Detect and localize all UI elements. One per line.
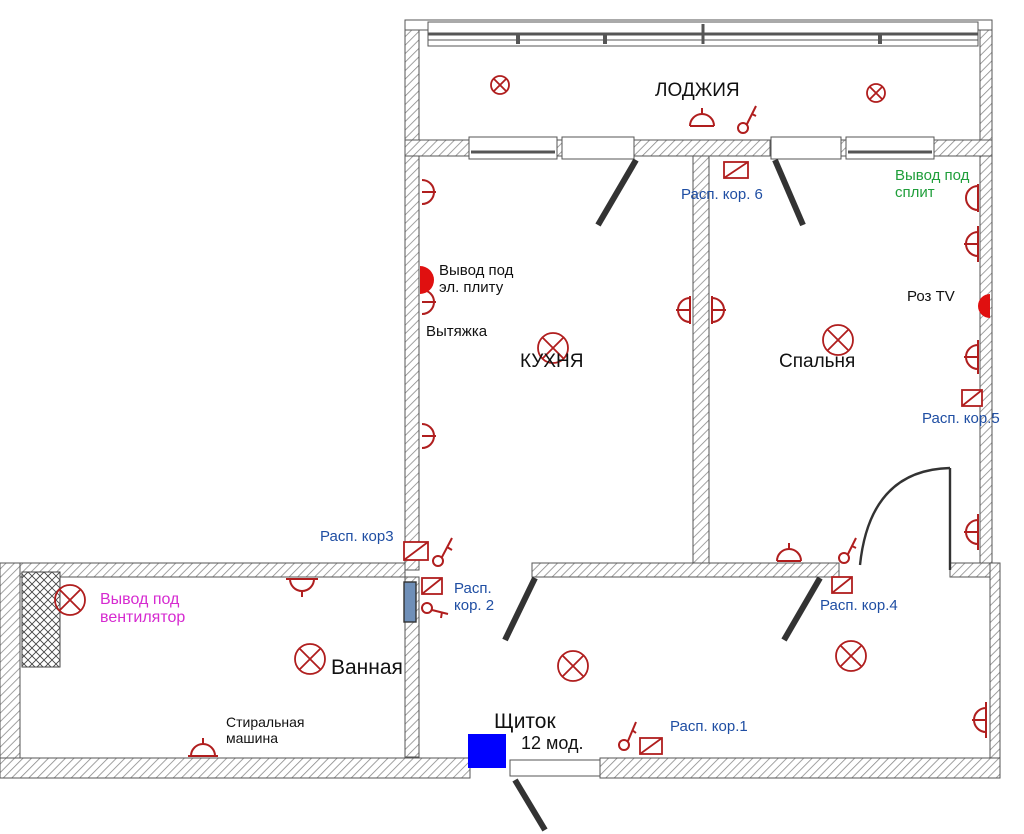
switch-icon [432, 537, 453, 567]
socket-icon [676, 296, 691, 324]
junction-box-icon [421, 577, 443, 595]
socket-icon [286, 578, 318, 597]
switch-icon [618, 721, 637, 751]
junction-box-label-4: Расп. кор.4 [820, 597, 898, 614]
socket-icon [188, 738, 218, 757]
junction-box-icon [723, 161, 749, 179]
socket-icon [964, 226, 979, 262]
ventilation-shaft [21, 571, 61, 668]
switch-icon [838, 537, 857, 564]
walls [0, 19, 1001, 779]
light-icon [294, 643, 326, 675]
washing-machine-label: Стиральная машина [226, 714, 305, 747]
light-icon [822, 324, 854, 356]
socket-icon [964, 514, 979, 550]
split-outlet-label: Вывод под сплит [895, 167, 970, 202]
fan-outlet-label: Вывод под вентилятор [100, 591, 186, 627]
hood-label: Вытяжка [426, 323, 488, 340]
light-icon [54, 584, 86, 616]
room-label-bathroom: Ванная [331, 656, 403, 679]
junction-box-icon [639, 737, 663, 755]
junction-box-label-5: Расп. кор.5 [922, 410, 1000, 427]
socket-icon [964, 340, 979, 374]
stove-outlet-icon [420, 266, 434, 294]
socket-icon [421, 423, 436, 449]
light-icon [537, 332, 569, 364]
electrical-panel [468, 734, 506, 768]
switch-icon [421, 602, 449, 619]
light-icon [835, 640, 867, 672]
stove-outlet-label: Вывод под эл. плиту [439, 262, 514, 297]
junction-box-label-1: Расп. кор.1 [670, 718, 748, 735]
panel-modules-label: 12 мод. [521, 733, 584, 753]
doors [403, 158, 952, 832]
tv-socket-icon [978, 294, 990, 318]
switches [421, 105, 857, 751]
socket-icon [689, 108, 715, 127]
filled-outlets [420, 266, 990, 318]
junction-box-label-3: Расп. кор3 [320, 528, 394, 545]
junction-box-icon [403, 541, 429, 561]
junction-box-label-6: Расп. кор. 6 [681, 186, 763, 203]
light-icon [866, 83, 886, 103]
tv-socket-label: Роз TV [907, 288, 955, 305]
socket-icon [421, 179, 436, 205]
junction-box-icon [961, 389, 983, 407]
junction-box-icon [831, 576, 853, 594]
socket-icon [711, 296, 726, 324]
room-label-kitchen: КУХНЯ [520, 351, 584, 372]
room-label-bedroom: Спальня [779, 351, 856, 372]
socket-icon [776, 543, 802, 562]
ceiling-lights [54, 75, 886, 682]
socket-icon [972, 702, 987, 738]
junction-box-label-2: Расп. кор. 2 [454, 580, 495, 615]
switch-icon [737, 105, 757, 134]
panel-label: Щиток [494, 710, 556, 733]
inner-windows [468, 136, 935, 777]
junction-box-icons [403, 161, 983, 755]
socket-icon [965, 184, 979, 212]
sockets [188, 108, 987, 757]
socket-icon [421, 289, 436, 315]
room-label-loggia: ЛОДЖИЯ [655, 80, 740, 101]
loggia-window [427, 21, 979, 47]
light-icon [557, 650, 589, 682]
light-icon [490, 75, 510, 95]
